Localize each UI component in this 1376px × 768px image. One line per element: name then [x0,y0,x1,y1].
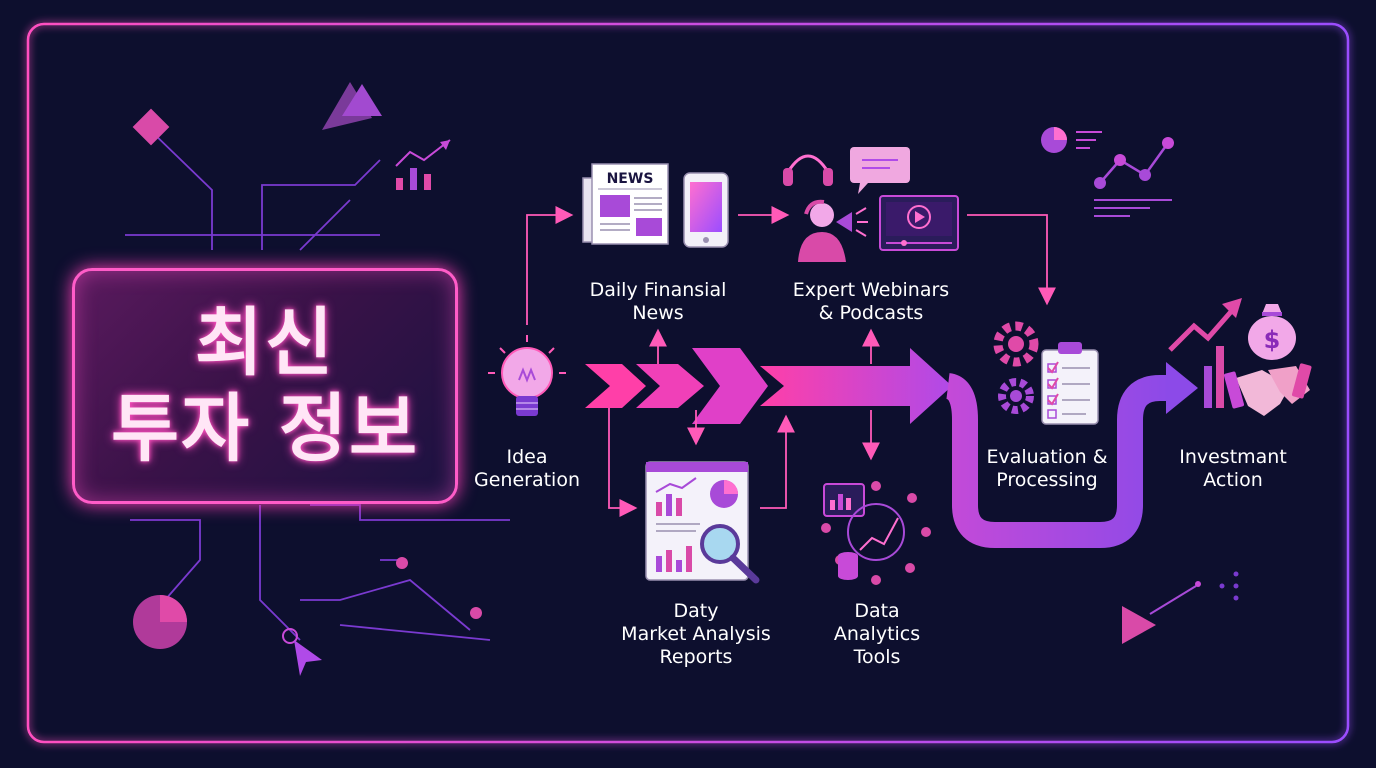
label-line: Processing [996,469,1098,491]
label-line: Investmant [1179,446,1287,468]
label-daily-news: Daily Finansial News [590,279,727,325]
title-panel: 최신 투자 정보 [72,268,458,504]
triangle-icon [342,84,382,116]
label-idea-generation: Idea Generation [474,446,580,492]
smartphone-icon [683,172,729,248]
video-player-icon [879,195,959,251]
newspaper-icon: NEWS [582,163,669,245]
growth-arrow-icon [1168,298,1242,408]
label-line: Data [854,600,900,622]
triangle-icon [322,82,372,130]
label-line: Analytics [833,623,921,645]
connector-arrows [526,206,1056,517]
label-line: Market Analysis [621,623,771,645]
magnifier-icon [700,524,760,584]
label-evaluation: Evaluation & Processing [986,446,1107,492]
label-market-reports: Daty Market Analysis Reports [621,600,771,669]
label-data-analytics: Data Analytics Tools [834,600,920,669]
speaker-person-icon [798,199,868,262]
label-line: Expert Webinars [792,279,950,301]
lightbulb-icon [488,335,566,416]
label-line: Idea [506,446,548,468]
clipboard-checklist-icon [1041,342,1099,425]
handshake-icon [1223,363,1312,416]
title-line-2: 투자 정보 [110,386,420,472]
analytics-network-icon [821,481,931,585]
flow-curve-arrowhead [1166,362,1198,414]
label-line: Action [1203,469,1263,491]
label-expert-webinars: Expert Webinars & Podcasts [793,279,949,325]
diamond-icon [132,108,170,146]
label-line: Generation [474,469,580,491]
pie-legend-icon [1041,127,1102,153]
line-graph-icon [1094,137,1174,217]
cursor-icon [282,628,322,676]
label-line: Reports [659,646,733,668]
label-line: & Podcasts [818,302,924,324]
title-line-1: 최신 [194,300,336,386]
label-line: Evaluation & [986,446,1108,468]
play-triangle-icon [1122,571,1239,644]
pie-chart-icon [133,595,187,649]
newspaper-header-text: NEWS [607,171,654,187]
money-bag-icon: $ [1248,304,1296,360]
pin-icon [470,607,482,619]
svg-text:$: $ [1264,326,1281,354]
label-line: Tools [853,646,901,668]
flow-curve-arrow [944,373,1173,548]
label-line: News [632,302,684,324]
label-line: Daty [673,600,719,622]
label-line: Daily Finansial [589,279,727,301]
gears-icon [993,321,1039,414]
pin-icon [396,557,408,569]
main-flow-arrow [585,348,952,424]
label-investment-action: Investmant Action [1179,446,1287,492]
bar-chart-icon [395,139,451,190]
speech-bubble-icon [850,147,910,194]
outer-frame [26,22,1350,744]
headphones-icon [783,154,833,186]
